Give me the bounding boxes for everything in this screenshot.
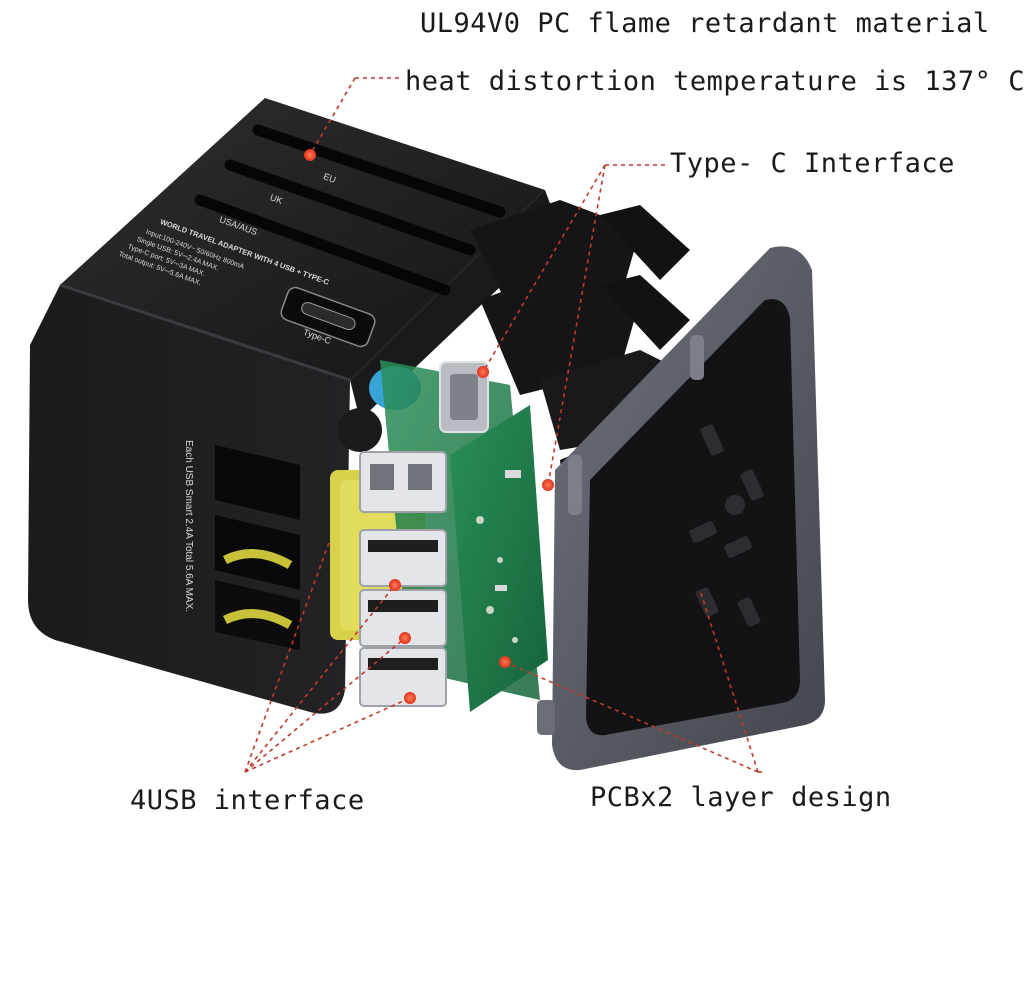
callout-pcb: PCBx2 layer design: [590, 782, 892, 813]
callout-type-c: Type- C Interface: [670, 148, 955, 179]
universal-socket-faceplate: [537, 246, 825, 771]
callout-heat-temperature: heat distortion temperature is 137° C: [405, 66, 1025, 97]
outer-pcb-board: [450, 405, 548, 712]
callout-usb: 4USB interface: [130, 785, 365, 816]
slot-label-eu: EU: [322, 171, 337, 185]
product-image: EU UK USA/AUS WORLD TRAVEL ADAPTER WITH …: [28, 8, 1025, 816]
usb-receptacles: [359, 451, 447, 707]
front-usb-openings: [215, 445, 300, 650]
callout-material: UL94V0 PC flame retardant material: [420, 8, 990, 39]
highlight-dots: [304, 149, 554, 704]
adapter-illustration: EU UK USA/AUS WORLD TRAVEL ADAPTER WITH …: [28, 77, 825, 773]
slot-label-uk: UK: [269, 192, 284, 206]
plug-selector-slots: [194, 124, 506, 296]
leader-lines: [244, 77, 765, 773]
usb-spec-side-print: Each USB Smart 2.4A Total 5.6A MAX.: [183, 440, 194, 612]
top-print: EU UK USA/AUS WORLD TRAVEL ADAPTER WITH …: [118, 171, 338, 287]
